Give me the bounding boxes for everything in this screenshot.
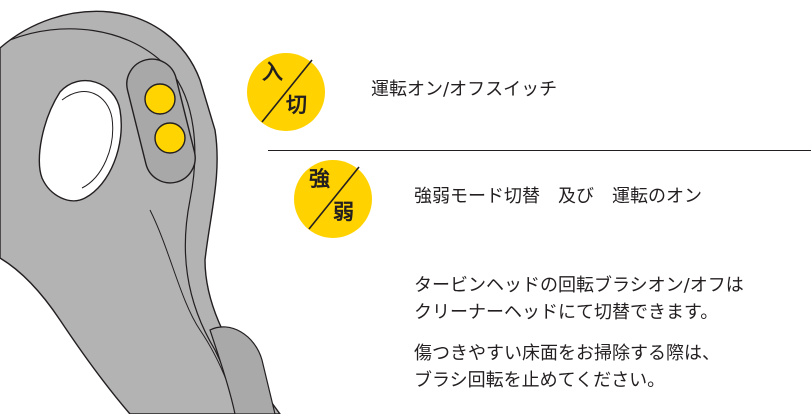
- turbine-head-note-line: タービンヘッドの回転ブラシオン/オフは: [414, 275, 744, 296]
- power-button[interactable]: [144, 83, 176, 115]
- button-panel: [126, 58, 196, 184]
- strength-mode-badge: 強 弱: [293, 159, 373, 239]
- floor-care-note: 傷つきやすい床面をお掃除する際は、 ブラシ回転を止めてください。: [414, 340, 720, 394]
- strength-badge-weak-char: 弱: [333, 200, 354, 224]
- power-switch-badge: 入 切: [246, 52, 326, 132]
- floor-care-note-line: ブラシ回転を止めてください。: [414, 370, 666, 391]
- section-divider: [268, 150, 811, 151]
- strength-badge-strong-char: 強: [309, 167, 330, 191]
- strength-badge-circle: [294, 160, 372, 238]
- power-badge-circle: [247, 53, 325, 131]
- power-badge-off-char: 切: [286, 93, 307, 117]
- power-badge-on-char: 入: [262, 60, 283, 84]
- floor-care-note-line: 傷つきやすい床面をお掃除する際は、: [414, 343, 720, 364]
- power-switch-label: 運転オン/オフスイッチ: [371, 79, 558, 100]
- turbine-head-note-line: クリーナーヘッドにて切替できます。: [414, 302, 719, 323]
- handle-lower-bump: [209, 326, 276, 414]
- handle-contour-outer: [9, 28, 246, 414]
- handle-grip-bevel: [61, 91, 114, 189]
- turbine-head-note: タービンヘッドの回転ブラシオン/オフは クリーナーヘッドにて切替できます。: [414, 272, 744, 326]
- strength-mode-label: 強弱モード切替 及び 運転のオン: [414, 186, 702, 207]
- strength-button[interactable]: [154, 122, 186, 154]
